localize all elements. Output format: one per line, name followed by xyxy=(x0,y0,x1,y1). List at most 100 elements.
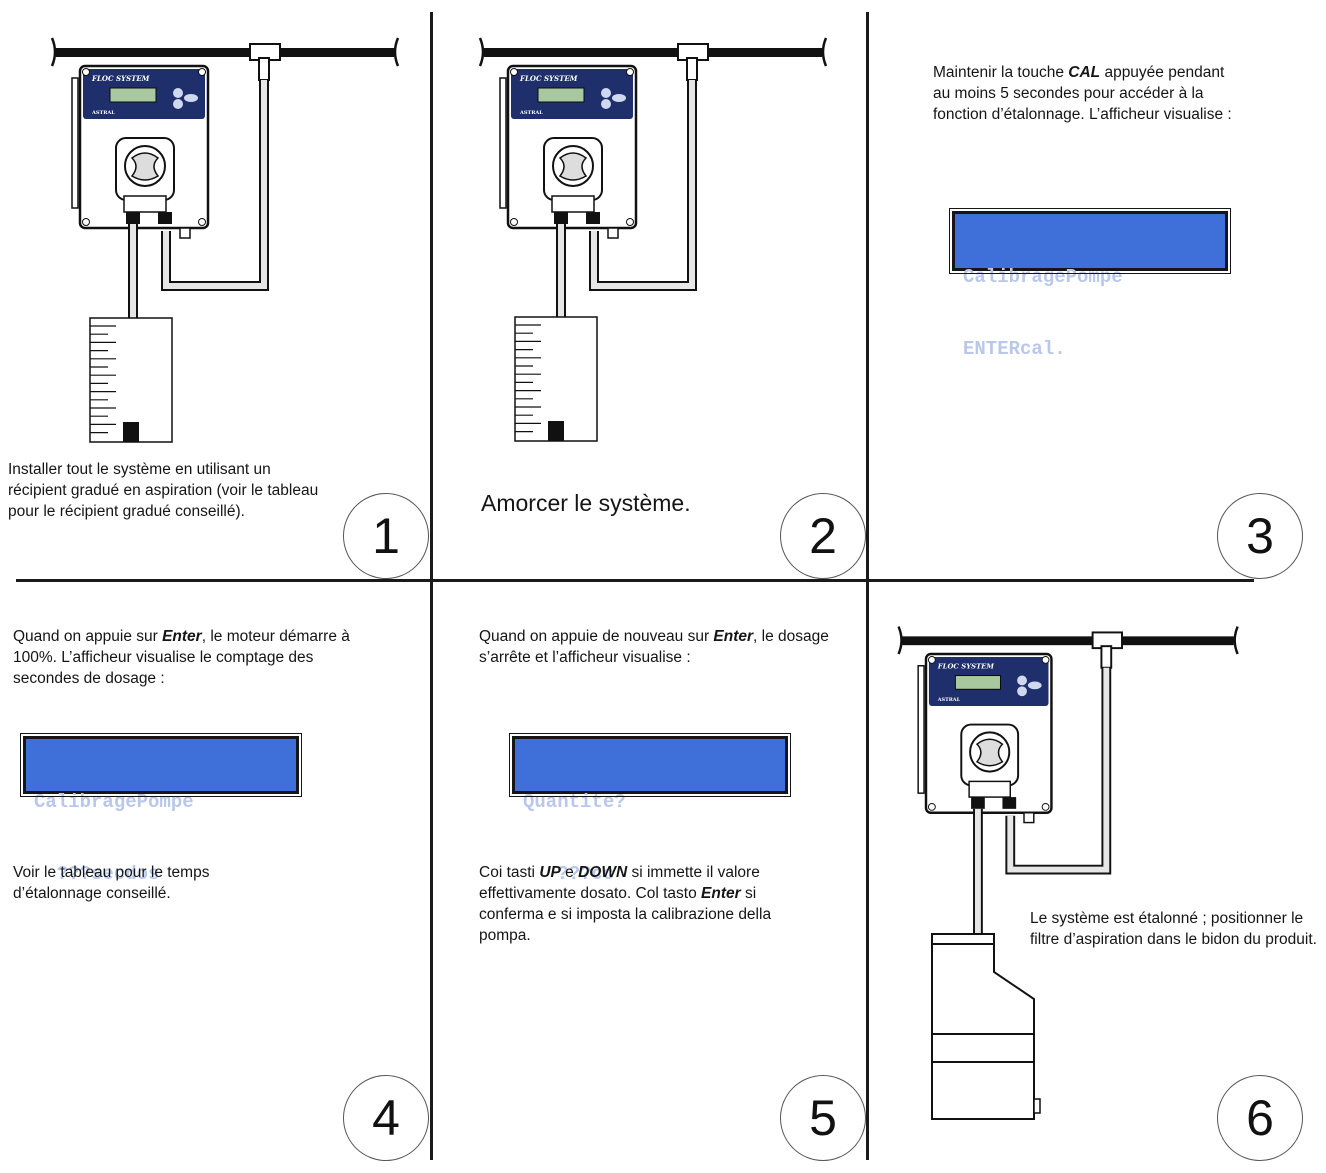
step4-note: Voir le tableau pour le temps d’étalonna… xyxy=(13,864,210,902)
step4-text-b: , le moteur démarre à 100%. L’afficheur … xyxy=(13,628,350,687)
step2-delivery-tube xyxy=(591,80,695,289)
step5-text-a: Quand on appuie de nouveau sur xyxy=(479,628,714,645)
step1-pipe-ends xyxy=(50,37,400,67)
step6-panel-brand: ASTRAL xyxy=(937,697,961,703)
step3-lcd-line1: CalibragePompe xyxy=(963,266,1123,288)
step2-panel-screen xyxy=(537,87,585,103)
step4-lcd-line1: CalibragePompe xyxy=(34,791,194,813)
step3-key-cal: CAL xyxy=(1068,64,1101,81)
step5-text: Quand on appuie de nouveau sur Enter, le… xyxy=(479,626,839,668)
step5-key-enter-2: Enter xyxy=(701,885,741,902)
step2-screw-0 xyxy=(510,68,518,76)
step6-rotor-blades xyxy=(975,738,1004,767)
step2-tee-stem xyxy=(686,57,698,81)
step2-panel-label: FLOC SYSTEM xyxy=(519,74,578,83)
step2-text: Amorcer le système. xyxy=(481,490,691,516)
step2-number-badge: 2 xyxy=(780,493,866,579)
step5-number-badge: 5 xyxy=(780,1075,866,1161)
step5-text-b: , le dosage s’arrête et l’afficheur visu… xyxy=(479,628,829,666)
step1-fitting-out xyxy=(158,212,172,224)
step4-lcd-line2: ???secdos xyxy=(34,863,160,885)
step5-key-up: UP xyxy=(539,864,561,881)
step5-lcd-line1: Quantite? xyxy=(523,791,626,813)
step6-drum-body xyxy=(931,941,1035,1120)
step1-head-base xyxy=(123,195,167,213)
step6-panel-screen xyxy=(954,675,1001,690)
step2-main-pipe xyxy=(484,48,822,57)
step2-strainer xyxy=(548,421,564,441)
step6-head-base xyxy=(968,780,1012,798)
step6-screw-0 xyxy=(927,655,936,664)
step6-screw-3 xyxy=(1041,802,1050,811)
step1-main-pipe xyxy=(56,48,394,57)
step2-rotor-blades xyxy=(558,152,588,181)
step1-screw-1 xyxy=(198,68,206,76)
step5-note-d: si conferma e si imposta la calibrazione… xyxy=(479,885,772,944)
step5-key-down: DOWN xyxy=(578,864,628,881)
step3-text-a: Maintenir la touche xyxy=(933,64,1069,81)
step6-drum xyxy=(931,933,1041,1120)
step3-lcd-display: CalibragePompe ENTERcal. xyxy=(949,208,1231,360)
step1-bracket xyxy=(71,77,79,209)
step4-lcd-display: CalibragePompe ???secdos xyxy=(20,733,302,885)
step1-graduated-cylinder xyxy=(89,317,173,443)
step5-key-enter: Enter xyxy=(713,628,754,645)
step6-drum-handle xyxy=(1033,1098,1041,1114)
step6-main-pipe xyxy=(902,636,1234,646)
step2-panel-brand: ASTRAL xyxy=(519,110,543,116)
step5-note-b: e xyxy=(560,864,579,881)
step1-fitting-in xyxy=(126,212,140,224)
step1-button-enter xyxy=(184,94,198,102)
step1-button-up xyxy=(173,88,183,98)
step5-lcd-display: Quantite? ???cc xyxy=(509,733,791,885)
step4-key-enter: Enter xyxy=(162,628,202,645)
step1-screw-2 xyxy=(82,218,90,226)
step1-button-down xyxy=(173,99,183,109)
step2-head-base xyxy=(551,195,595,213)
step6-pump: FLOC SYSTEM ASTRAL xyxy=(897,626,1239,934)
step2-screw-2 xyxy=(510,218,518,226)
step6-screw-2 xyxy=(927,802,936,811)
step2-button-up xyxy=(601,88,611,98)
step1-delivery-tube xyxy=(163,80,267,289)
step6-screw-1 xyxy=(1041,655,1050,664)
step2-fitting-in xyxy=(554,212,568,224)
step1-panel-brand: ASTRAL xyxy=(91,110,115,116)
divider-vertical-2 xyxy=(866,12,869,1160)
step4-text-a: Quand on appuie sur xyxy=(13,628,163,645)
step6-button-up xyxy=(1017,675,1027,686)
step5-lcd-line2: ???cc xyxy=(523,863,615,885)
step6-text: Le système est étalonné ; positionner le… xyxy=(1030,910,1317,948)
divider-horizontal xyxy=(16,579,1254,582)
step6-cable-gland xyxy=(1023,812,1035,824)
step2-bracket xyxy=(499,77,507,209)
step6-tee-stem xyxy=(1100,645,1113,669)
step2-pump: FLOC SYSTEM ASTRAL xyxy=(478,37,828,426)
step1-cylinder-body xyxy=(89,317,173,443)
step6-delivery-tube xyxy=(1007,667,1110,873)
divider-vertical-1 xyxy=(430,12,433,1160)
step6-pipe-ends xyxy=(897,626,1239,655)
step5-note-a: Coi tasti xyxy=(479,864,540,881)
step1-rotor-blades xyxy=(130,152,160,181)
step1-tee-stem xyxy=(258,57,270,81)
step2-cable-gland xyxy=(607,227,619,239)
step2-cylinder-body xyxy=(514,316,598,442)
step1-panel-screen xyxy=(109,87,157,103)
step6-panel-label: FLOC SYSTEM xyxy=(937,663,995,671)
step2-screw-3 xyxy=(626,218,634,226)
step1-screw-3 xyxy=(198,218,206,226)
step3-number-badge: 3 xyxy=(1217,493,1303,579)
step6-bracket xyxy=(917,665,925,794)
step6-button-down xyxy=(1017,686,1027,697)
step3-text-b: appuyée pendant au moins 5 secondes pour… xyxy=(933,64,1232,123)
step6-drum-cap xyxy=(931,933,995,945)
step1-text: Installer tout le système en utilisant u… xyxy=(8,461,319,520)
step1-strainer xyxy=(123,422,139,442)
step3-lcd-line2: ENTERcal. xyxy=(963,338,1066,360)
step2-screw-1 xyxy=(626,68,634,76)
step3-text: Maintenir la touche CAL appuyée pendant … xyxy=(933,62,1233,125)
step6-number-badge: 6 xyxy=(1217,1075,1303,1161)
